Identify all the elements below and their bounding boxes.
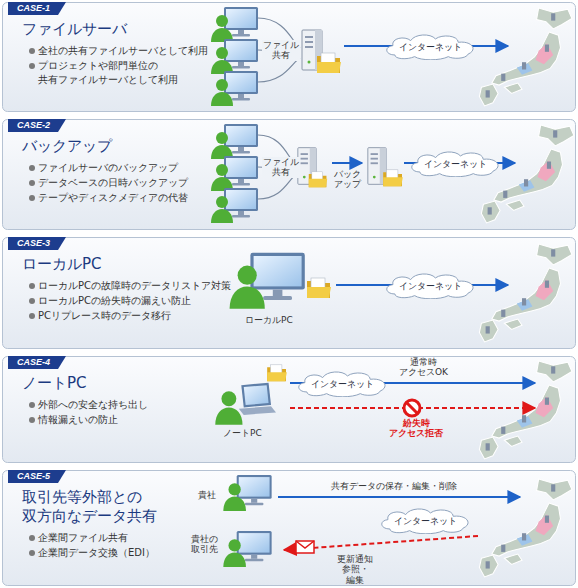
cloud-label: インターネット <box>424 159 487 170</box>
share-line <box>258 175 296 199</box>
annotation-label: 共有データの保存・編集・削除 <box>330 481 458 491</box>
cloud-outline <box>386 273 472 298</box>
folder-icon <box>317 53 341 73</box>
cloud-label: インターネット <box>394 516 457 527</box>
case-panel: CASE-4 ノートPC 外部への安全な持ち出し情報漏えいの防止 インターネット <box>2 356 576 463</box>
bullet-item: 情報漏えいの防止 <box>38 413 118 427</box>
pc-icon <box>211 156 258 191</box>
case-tab: CASE-1 <box>8 2 66 15</box>
internet-cloud: インターネット <box>381 33 480 60</box>
bullet-item: 企業間ファイル共有 <box>38 531 128 545</box>
case-illustration <box>230 244 572 342</box>
annotation-label: 通常時 アクセスOK <box>398 357 449 378</box>
annotation-label: 貴社 <box>197 490 217 500</box>
case-illustration <box>211 124 574 223</box>
case-tab: CASE-3 <box>8 237 66 250</box>
case-illustration <box>211 7 572 106</box>
annotation-label: 更新通知 参照・編集 <box>336 554 374 585</box>
bullet-item: PCリプレース時のデータ移行 <box>38 309 171 323</box>
annotation-label: 紛失時 アクセス拒否 <box>388 418 444 439</box>
folder-icon <box>383 170 403 186</box>
bullet-item: ローカルPCの紛失時の漏えい防止 <box>38 294 191 308</box>
case-panel-ground <box>3 3 576 112</box>
internet-cloud: インターネット <box>381 272 480 299</box>
pc-icon <box>211 7 258 42</box>
bullet-item: 企業間データ交換（EDI） <box>38 546 155 560</box>
case-title: バックアップ <box>22 137 112 156</box>
annotation-label: ローカルPC <box>244 315 294 325</box>
share-arrow <box>278 496 520 498</box>
bullet-item: テープやディスクメディアの代替 <box>38 191 188 205</box>
annotation-label: ファイル 共有 <box>262 40 300 61</box>
pc-icon <box>211 124 258 159</box>
folder-icon <box>267 365 287 381</box>
cloud-outline <box>386 34 472 59</box>
cloud-label: インターネット <box>311 379 374 390</box>
internet-cloud: インターネット <box>376 507 475 534</box>
annotation-label: ノートPC <box>222 428 263 438</box>
case-panel: CASE-3 ローカルPC ローカルPCの故障時のデータリストア対策ローカルPCの紛… <box>2 237 576 349</box>
case-tab: CASE-2 <box>8 119 66 132</box>
pc-icon <box>223 531 271 567</box>
case-panel-ground <box>3 120 576 230</box>
laptop-icon <box>215 383 276 425</box>
annotation-label: ファイル 共有 <box>262 157 300 178</box>
bullet-item: 全社の共有ファイルサーバとして利用 <box>38 44 208 58</box>
pc-icon <box>211 71 258 106</box>
case-title: ファイルサーバ <box>22 20 127 39</box>
case-illustration <box>223 475 572 577</box>
share-line <box>258 58 300 82</box>
case-panel-ground <box>3 471 576 586</box>
bullet-item: ローカルPCの故障時のデータリストア対策 <box>38 279 231 293</box>
internet-cloud: インターネット <box>293 370 392 397</box>
cloud-outline <box>411 151 497 176</box>
cloud-outline <box>298 371 384 396</box>
bullet-item: 外部への安全な持ち出し <box>38 398 148 412</box>
pc-icon <box>211 188 258 223</box>
case-panel-ground <box>3 238 576 349</box>
case-tab: CASE-5 <box>8 470 66 483</box>
japan-map <box>479 244 572 342</box>
folder-icon <box>309 172 327 187</box>
annotation-label: 貴社の 取引先 <box>190 534 219 555</box>
pc-icon <box>211 39 258 74</box>
case-title: 取引先等外部との 双方向なデータ共有 <box>22 488 182 526</box>
internet-cloud: インターネット <box>406 150 505 177</box>
case-panel-ground <box>3 357 576 463</box>
case-tab: CASE-4 <box>8 356 66 369</box>
cloud-label: インターネット <box>399 42 462 53</box>
case-title: ノートPC <box>22 374 87 393</box>
pc-icon <box>230 253 305 309</box>
bullet-item: データベースの日時バックアップ <box>38 176 188 190</box>
case-title: ローカルPC <box>22 255 102 274</box>
case-panel: CASE-5 取引先等外部との 双方向なデータ共有企業間ファイル共有企業間データ交… <box>2 470 576 586</box>
japan-map <box>481 125 574 223</box>
case-illustration <box>215 361 572 459</box>
japan-map <box>479 361 572 459</box>
pc-icon <box>223 475 271 511</box>
cloud-label: インターネット <box>399 281 462 292</box>
no-entry-symbol <box>404 400 420 416</box>
folder-icon <box>307 278 331 298</box>
backup-arrow <box>332 162 362 164</box>
cloud-outline <box>381 508 467 533</box>
bullet-item: プロジェクトや部門単位の 共有ファイルサーバとして利用 <box>38 59 238 87</box>
annotation-label: バック アップ <box>333 169 362 190</box>
japan-map <box>479 479 572 577</box>
bullet-item: ファイルサーバのバックアップ <box>38 161 178 175</box>
mail-icon <box>296 541 314 553</box>
japan-map <box>479 8 572 106</box>
